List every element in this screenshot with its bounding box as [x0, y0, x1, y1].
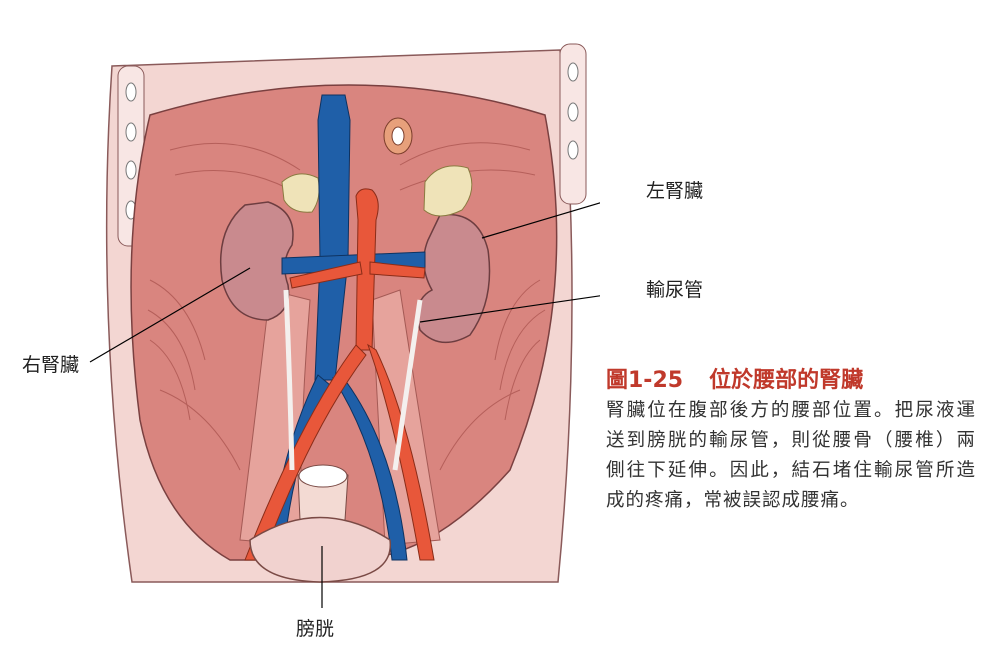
- leader-left-kidney: [481, 202, 600, 239]
- abdominal-aorta: [244, 188, 435, 561]
- right-kidney: [219, 201, 294, 321]
- label-left-kidney: 左腎臟: [646, 180, 704, 202]
- leader-right-kidney: [89, 267, 251, 363]
- figure-caption: 腎臟位在腹部後方的腰部位置。把尿液運送到膀胱的輸尿管，則從腰骨（腰椎）兩側往下延…: [606, 400, 976, 511]
- left-adrenal-gland: [423, 165, 473, 217]
- figure-title: 圖1-25 位於腰部的腎臟: [606, 362, 863, 394]
- label-bladder: 膀胱: [296, 618, 335, 640]
- label-right-kidney: 右腎臟: [22, 354, 80, 376]
- right-ureter: [283, 289, 295, 471]
- rib-cartilage-right: [559, 43, 587, 205]
- bladder-organ: [249, 516, 391, 583]
- right-adrenal-gland: [281, 173, 320, 213]
- left-ureter: [392, 299, 423, 471]
- figure-title-text: 位於腰部的腎臟: [709, 368, 864, 393]
- left-kidney: [417, 213, 491, 344]
- muscle-fibers: [147, 142, 546, 471]
- leader-ureter: [419, 295, 600, 323]
- label-ureter: 輸尿管: [646, 279, 704, 301]
- figure-number: 圖1-25: [606, 368, 684, 393]
- kidney-anatomy-illustration: [89, 43, 600, 608]
